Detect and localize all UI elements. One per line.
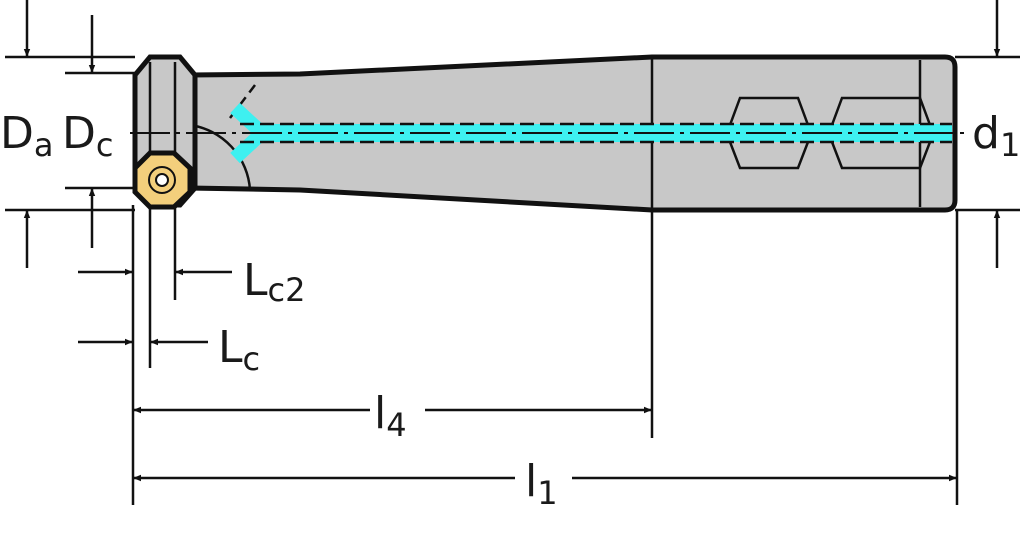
label-l4: l4	[374, 388, 407, 444]
coolant-channel	[130, 102, 965, 164]
label-Lc2: Lc2	[243, 255, 305, 309]
label-l1: l1	[525, 456, 558, 512]
dimension-arrows	[23, 0, 1001, 482]
label-d1: d1	[972, 108, 1020, 164]
label-Lc: Lc	[218, 322, 260, 378]
label-Dc: Dc	[62, 108, 113, 164]
insert	[132, 150, 193, 210]
label-Da: Da	[0, 108, 54, 164]
chip-pocket	[189, 123, 252, 191]
